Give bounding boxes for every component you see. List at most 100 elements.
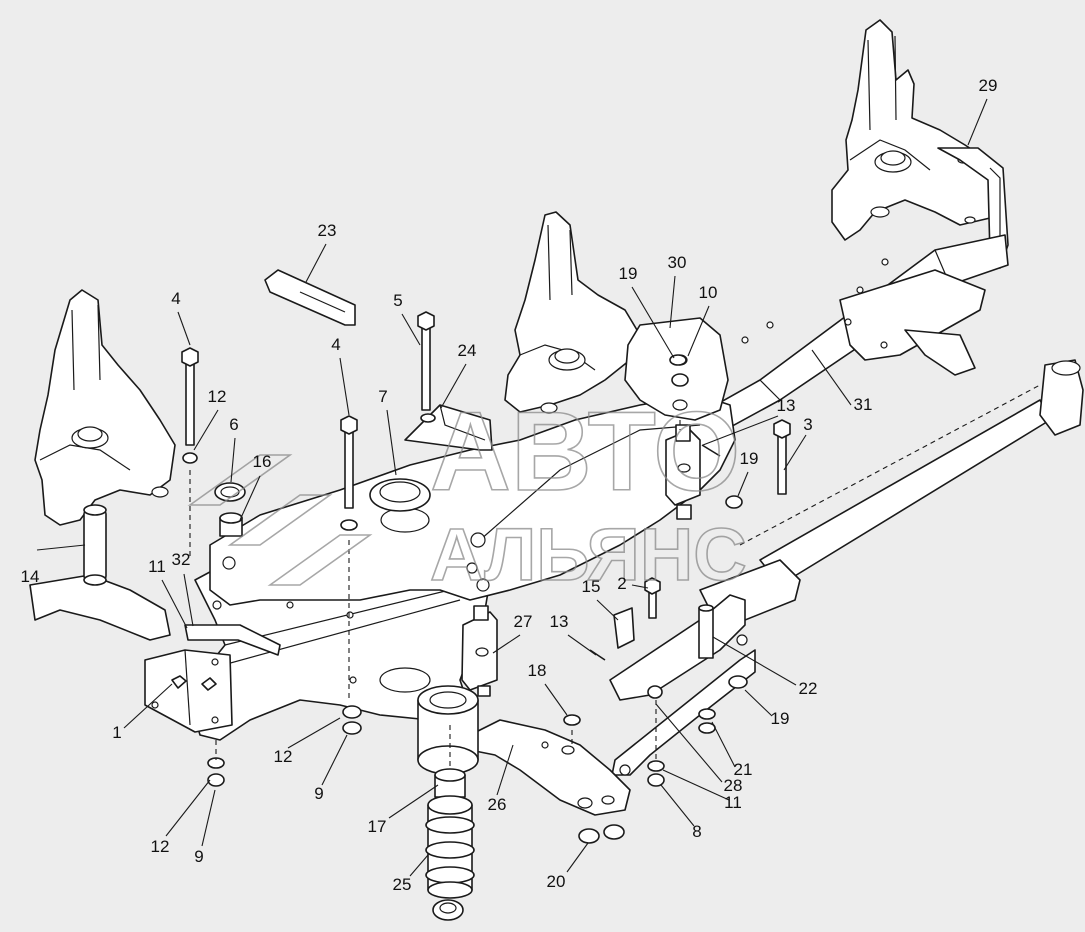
- callout-12: 12: [193, 387, 227, 451]
- callout-4: 4: [171, 289, 191, 346]
- callout-leader: [161, 579, 188, 629]
- callout-number: 8: [692, 822, 701, 841]
- callout-13: 13: [702, 396, 796, 446]
- callout-leader: [409, 854, 429, 877]
- callout-number: 29: [979, 76, 998, 95]
- callout-leader: [631, 286, 675, 359]
- callout-19: 19: [744, 689, 790, 728]
- callout-leader: [655, 703, 723, 783]
- callout-leader: [567, 634, 597, 656]
- callout-leader: [566, 842, 589, 873]
- callout-leader: [669, 275, 676, 329]
- block-27: [461, 605, 498, 697]
- arm-26: [459, 719, 631, 816]
- callout-8: 8: [660, 784, 702, 841]
- bolt-4-center: [340, 415, 358, 509]
- callout-leader: [662, 769, 730, 801]
- bolt-3: [773, 419, 791, 495]
- callout-number: 19: [619, 264, 638, 283]
- callout-14: 14: [21, 544, 86, 586]
- callout-number: 26: [488, 795, 507, 814]
- callout-leader: [388, 784, 439, 819]
- callout-number: 15: [582, 577, 601, 596]
- middle-bracket: [504, 211, 641, 414]
- callout-number: 25: [393, 875, 412, 894]
- callout-leader: [712, 636, 797, 686]
- watermark-line1: АВТО: [430, 389, 740, 514]
- callout-number: 9: [194, 847, 203, 866]
- callout-number: 9: [314, 784, 323, 803]
- callout-13: 13: [550, 612, 597, 656]
- callout-leader: [783, 434, 807, 471]
- callout-number: 13: [777, 396, 796, 415]
- callout-leader: [177, 311, 191, 346]
- callout-number: 1: [112, 723, 121, 742]
- callout-number: 20: [547, 872, 566, 891]
- callout-26: 26: [488, 744, 514, 814]
- callout-2: 2: [617, 574, 649, 593]
- callout-leader: [596, 599, 619, 621]
- callout-23: 23: [305, 221, 337, 283]
- callout-28: 28: [655, 703, 742, 795]
- callout-10: 10: [687, 283, 717, 357]
- callout-leader: [660, 784, 695, 827]
- callout-number: 21: [734, 760, 753, 779]
- callout-17: 17: [368, 784, 439, 836]
- callout-16: 16: [239, 452, 272, 521]
- callout-number: 7: [378, 387, 387, 406]
- callout-leader: [702, 415, 779, 446]
- callout-leader: [687, 305, 710, 357]
- callout-31: 31: [811, 349, 872, 414]
- callout-number: 12: [274, 747, 293, 766]
- callout-leader: [165, 779, 211, 837]
- callout-24: 24: [440, 341, 476, 409]
- callout-number: 17: [368, 817, 387, 836]
- callout-5: 5: [393, 291, 421, 346]
- callout-leader: [339, 357, 350, 416]
- callout-leader: [737, 471, 749, 497]
- callout-30: 30: [668, 253, 686, 329]
- callout-21: 21: [711, 721, 753, 779]
- callout-number: 11: [148, 557, 166, 576]
- callout-leader: [287, 717, 341, 749]
- callout-layer: 1234456789910111112121213131415161718191…: [21, 76, 998, 894]
- callout-leader: [123, 683, 173, 729]
- callout-number: 23: [318, 221, 337, 240]
- callout-number: 16: [253, 452, 272, 471]
- callout-leader: [183, 573, 194, 627]
- pin-14: [83, 504, 107, 586]
- watermark: АВТО АЛЬЯНС: [187, 388, 748, 597]
- callout-leader: [492, 634, 521, 654]
- rear-right-bracket: [831, 19, 1009, 269]
- callout-number: 14: [21, 567, 40, 586]
- callout-number: 4: [171, 289, 180, 308]
- callout-number: 13: [550, 612, 569, 631]
- left-bracket: [29, 289, 176, 641]
- callout-leader: [440, 363, 467, 409]
- callout-number: 11: [724, 793, 742, 812]
- callout-3: 3: [783, 415, 813, 471]
- callout-number: 6: [229, 415, 238, 434]
- callout-number: 3: [803, 415, 812, 434]
- callout-leader: [305, 243, 327, 283]
- bolt-4-left: [181, 347, 199, 446]
- callout-11: 11: [148, 557, 188, 629]
- callout-leader: [386, 409, 397, 476]
- ring-7: [369, 478, 431, 512]
- callout-number: 12: [208, 387, 227, 406]
- callout-15: 15: [582, 577, 619, 621]
- pins: [589, 444, 721, 661]
- spacer-16: [219, 512, 243, 537]
- callout-12: 12: [274, 717, 341, 766]
- callout-25: 25: [393, 854, 429, 894]
- nut-bottom: [432, 899, 464, 921]
- callout-number: 32: [172, 550, 191, 569]
- assembly-lines: [189, 420, 681, 770]
- callout-number: 19: [771, 709, 790, 728]
- callout-9: 9: [194, 789, 216, 866]
- callout-leader: [401, 313, 421, 346]
- callout-7: 7: [378, 387, 397, 476]
- callout-12: 12: [151, 779, 211, 856]
- bushing-6: [214, 482, 246, 502]
